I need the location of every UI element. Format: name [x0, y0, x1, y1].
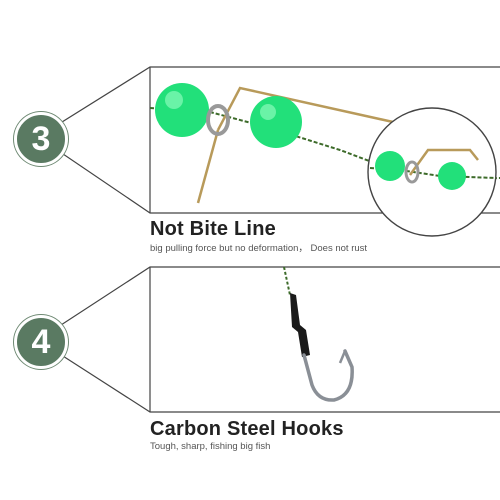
- feature-panel-3: 3 Not Bite Line big pulling force but no…: [14, 66, 500, 254]
- wire-leg: [196, 129, 220, 204]
- callout-line-top: [37, 266, 500, 341]
- carbon-steel-hook: [302, 349, 354, 402]
- hook-barb: [338, 350, 347, 364]
- zoom-swivel: [404, 160, 420, 184]
- wire-illustration: [37, 66, 500, 237]
- feature-subtitle: big pulling force but no deformation， Do…: [150, 243, 368, 254]
- feature-title: Not Bite Line: [150, 218, 276, 240]
- hook-leader: [283, 266, 291, 296]
- shrink-tube: [290, 293, 310, 357]
- swivel-spring: [206, 104, 230, 136]
- feature-panel-4: 4 Carbon Steel Hooks Tough, sharp, fishi…: [0, 255, 500, 500]
- bead-highlight: [165, 91, 183, 109]
- hook-illustration: [37, 266, 500, 413]
- feature-title: Carbon Steel Hooks: [150, 418, 344, 440]
- zoom-bead-right: [438, 162, 466, 190]
- green-bead-middle: [250, 96, 302, 148]
- zoom-detail-circle: [367, 107, 497, 237]
- green-bead-left: [155, 83, 209, 137]
- section-number-badge: 3: [14, 112, 68, 166]
- callout-line-bottom: [37, 339, 500, 413]
- section-number-badge: 4: [14, 315, 68, 369]
- feature-subtitle: Tough, sharp, fishing big fish: [150, 441, 271, 452]
- zoom-wire: [408, 148, 479, 176]
- zoom-bead-left: [375, 151, 405, 181]
- bead-highlight: [260, 104, 276, 120]
